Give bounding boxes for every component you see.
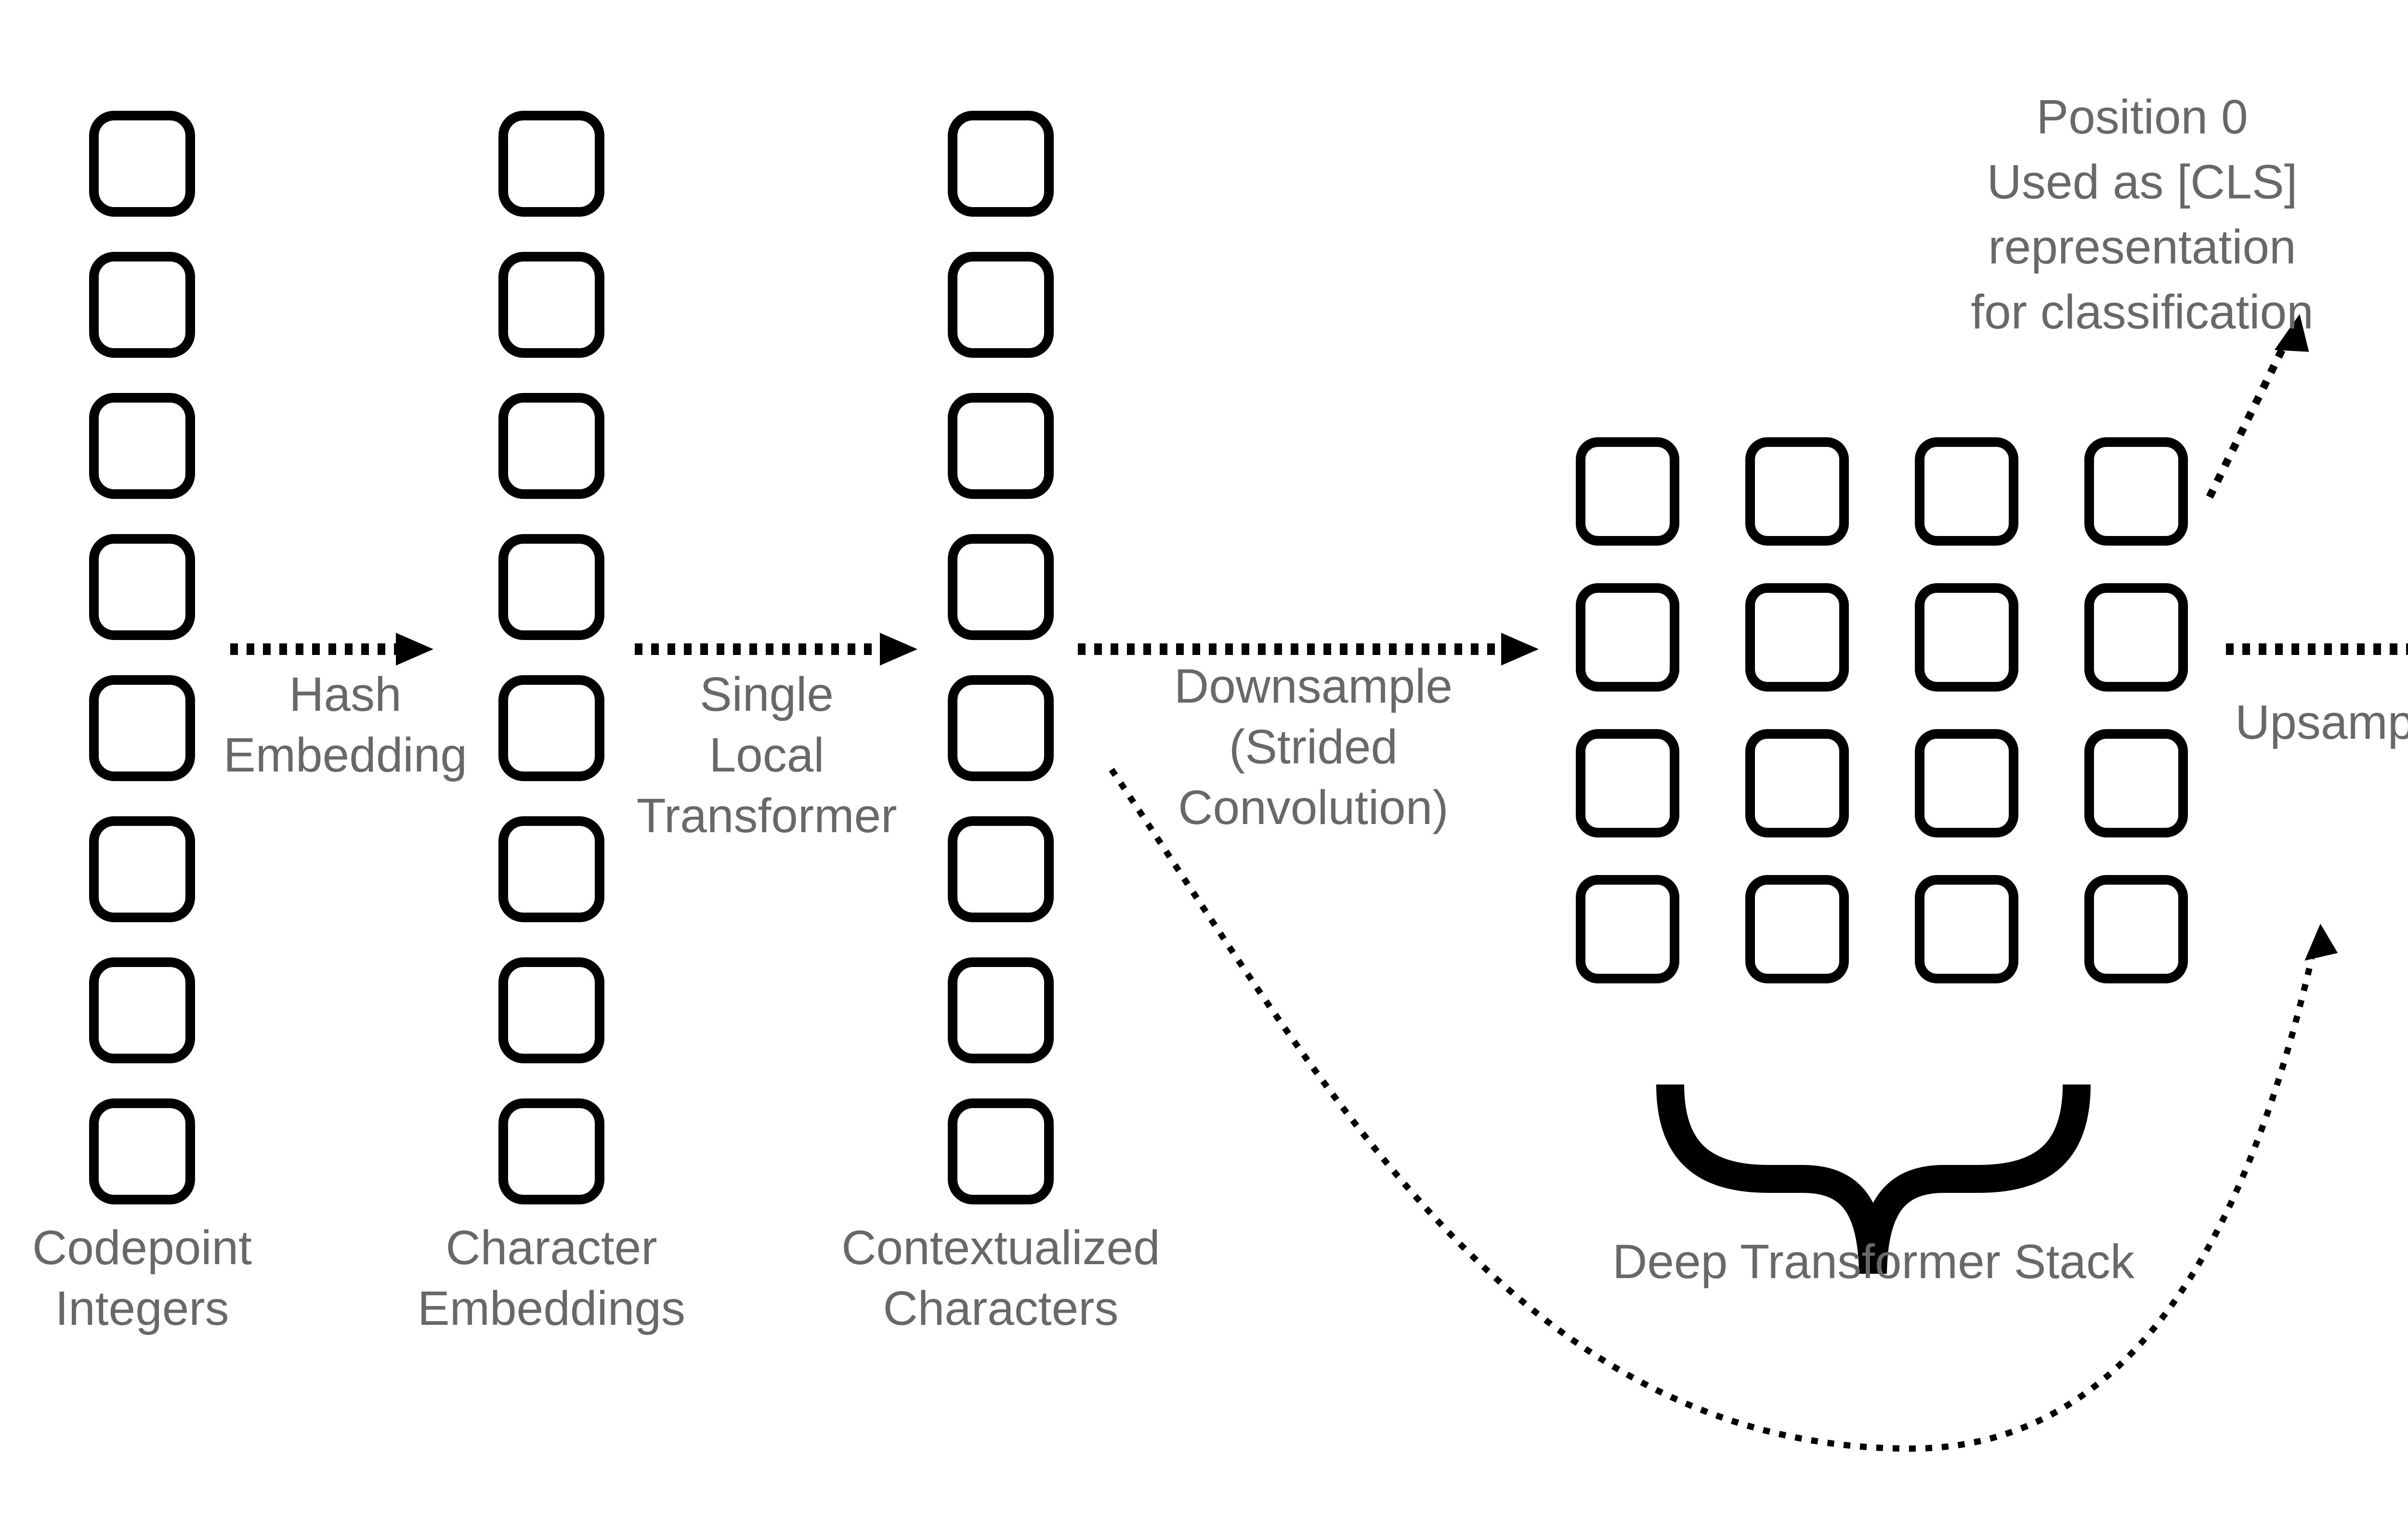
column-character-embeddings	[498, 111, 604, 1204]
token-box	[948, 1098, 1054, 1204]
token-box	[89, 252, 195, 358]
character-embeddings-label: Character Embeddings	[418, 1221, 685, 1335]
hash-embedding-arrow-icon	[230, 633, 433, 666]
column-contextualized-characters	[948, 111, 1054, 1204]
token-box	[1576, 875, 1679, 983]
token-box	[1576, 729, 1679, 837]
token-box	[948, 534, 1054, 640]
token-box	[1745, 437, 1849, 546]
token-box	[2084, 875, 2188, 983]
token-box	[1745, 875, 1849, 983]
token-box	[1576, 583, 1679, 692]
token-box	[948, 252, 1054, 358]
upsampling-arrow-icon	[2226, 643, 2408, 655]
underbrace-icon	[1656, 1084, 2091, 1274]
token-box	[89, 957, 195, 1063]
token-box	[89, 111, 195, 217]
token-box	[948, 816, 1054, 922]
token-box	[89, 675, 195, 781]
contextualized-characters-label: Contextualized Characters	[841, 1221, 1160, 1335]
token-box	[498, 957, 604, 1063]
token-box	[498, 393, 604, 499]
single-local-transformer-arrow-icon	[635, 633, 917, 666]
token-box	[89, 534, 195, 640]
token-box	[1576, 437, 1679, 546]
token-box	[2084, 729, 2188, 837]
token-box	[948, 675, 1054, 781]
token-box	[1745, 729, 1849, 837]
codepoint-integers-label: Codepoint Integers	[32, 1221, 252, 1335]
token-box	[498, 252, 604, 358]
cls-arrow-icon	[2206, 314, 2309, 499]
downsample-label: Downsample (Strided Convolution)	[1174, 659, 1453, 835]
token-box	[948, 111, 1054, 217]
token-box	[1915, 437, 2018, 546]
skip-connection-curve-icon	[1109, 768, 2338, 1452]
token-box	[2084, 583, 2188, 692]
token-box	[1915, 875, 2018, 983]
single-local-transformer-label: Single Local Transformer	[636, 667, 897, 843]
token-box	[948, 393, 1054, 499]
token-box	[498, 111, 604, 217]
token-box	[498, 534, 604, 640]
token-box	[498, 816, 604, 922]
token-box	[948, 957, 1054, 1063]
deep-transformer-grid	[1576, 437, 2188, 983]
hash-embedding-label: Hash Embedding	[223, 667, 467, 782]
column-codepoint-integers	[89, 111, 195, 1204]
token-box	[89, 816, 195, 922]
token-box	[89, 393, 195, 499]
token-box	[1745, 583, 1849, 692]
token-box	[1915, 729, 2018, 837]
deep-transformer-stack-label: Deep Transformer Stack	[1612, 1235, 2134, 1289]
token-box	[498, 1098, 604, 1204]
token-box	[2084, 437, 2188, 546]
token-box	[89, 1098, 195, 1204]
upsampling-label: Upsampling	[2235, 695, 2408, 749]
downsample-arrow-icon	[1078, 633, 1539, 666]
cls-note-label: Position 0 Used as [CLS] representation …	[1971, 90, 2314, 339]
token-box	[1915, 583, 2018, 692]
token-box	[498, 675, 604, 781]
